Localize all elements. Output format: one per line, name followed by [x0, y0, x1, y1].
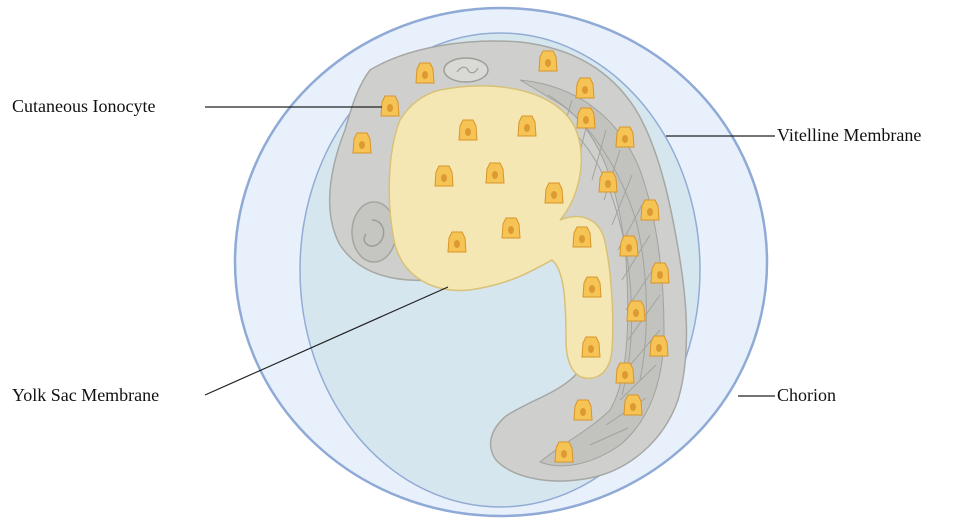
ionocyte [502, 218, 520, 238]
ionocyte [486, 163, 504, 183]
ionocyte [573, 227, 591, 247]
ionocyte [599, 172, 617, 192]
ionocyte [616, 127, 634, 147]
ionocyte [416, 63, 434, 83]
ionocyte [518, 116, 536, 136]
ionocyte [539, 51, 557, 71]
ionocyte [624, 395, 642, 415]
ionocyte [459, 120, 477, 140]
ionocyte [577, 108, 595, 128]
label-vitelline-membrane: Vitelline Membrane [777, 125, 921, 145]
ionocyte [620, 236, 638, 256]
ionocyte [651, 263, 669, 283]
label-cutaneous-ionocyte: Cutaneous Ionocyte [12, 96, 155, 116]
label-yolk-sac-membrane: Yolk Sac Membrane [12, 385, 159, 405]
otic-vesicle [444, 58, 488, 82]
ionocyte [627, 301, 645, 321]
ionocyte [545, 183, 563, 203]
ionocyte [574, 400, 592, 420]
ionocyte [583, 277, 601, 297]
ionocyte [555, 442, 573, 462]
ionocyte [582, 337, 600, 357]
ionocyte [616, 363, 634, 383]
ionocyte [435, 166, 453, 186]
ionocyte [650, 336, 668, 356]
ionocyte [381, 96, 399, 116]
ionocyte [576, 78, 594, 98]
ionocyte [353, 133, 371, 153]
ionocyte [641, 200, 659, 220]
ionocyte [448, 232, 466, 252]
label-chorion: Chorion [777, 385, 836, 405]
